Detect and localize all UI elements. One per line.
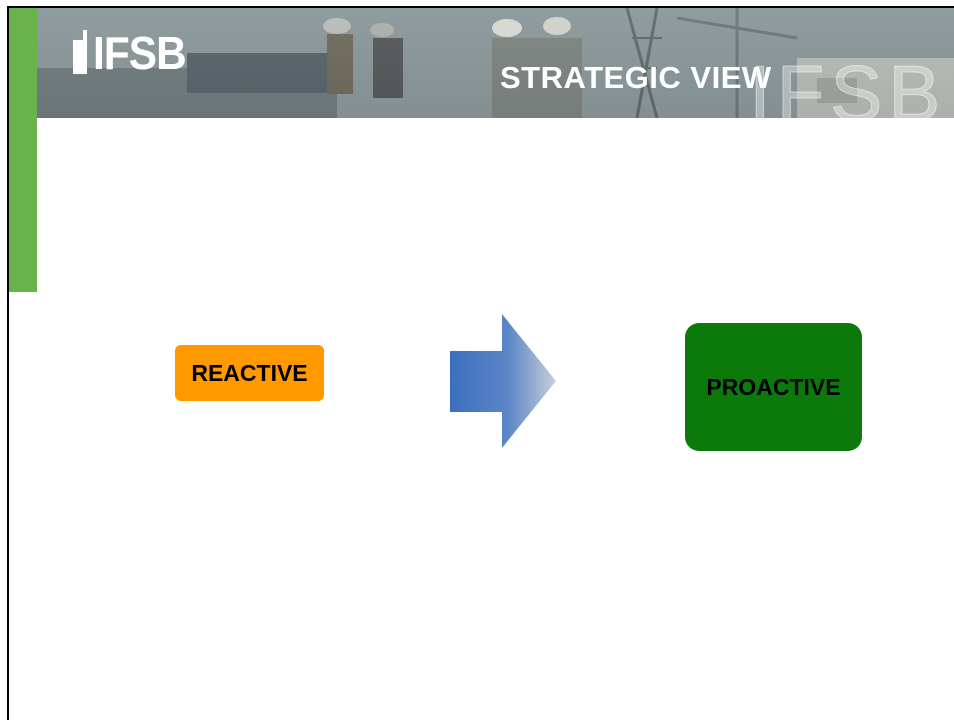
logo-mark-icon: [73, 30, 87, 74]
reactive-label: REACTIVE: [191, 359, 308, 386]
slide: IFSB IFSB STRATEGIC VIEW REACTIVE PROACT…: [7, 6, 954, 720]
accent-green-bar: [9, 8, 37, 292]
proactive-box: PROACTIVE: [685, 323, 862, 451]
banner-overlay: [37, 8, 954, 118]
header-banner: IFSB IFSB STRATEGIC VIEW: [37, 8, 954, 118]
logo-mark-notch: [73, 30, 83, 40]
right-arrow-icon: [450, 314, 556, 448]
proactive-label: PROACTIVE: [706, 373, 841, 400]
slide-title: STRATEGIC VIEW: [500, 60, 772, 95]
construction-photo-image: [37, 8, 954, 118]
logo-watermark: IFSB: [748, 49, 947, 119]
reactive-box: REACTIVE: [175, 345, 324, 401]
ifsb-logo: IFSB: [93, 27, 187, 79]
